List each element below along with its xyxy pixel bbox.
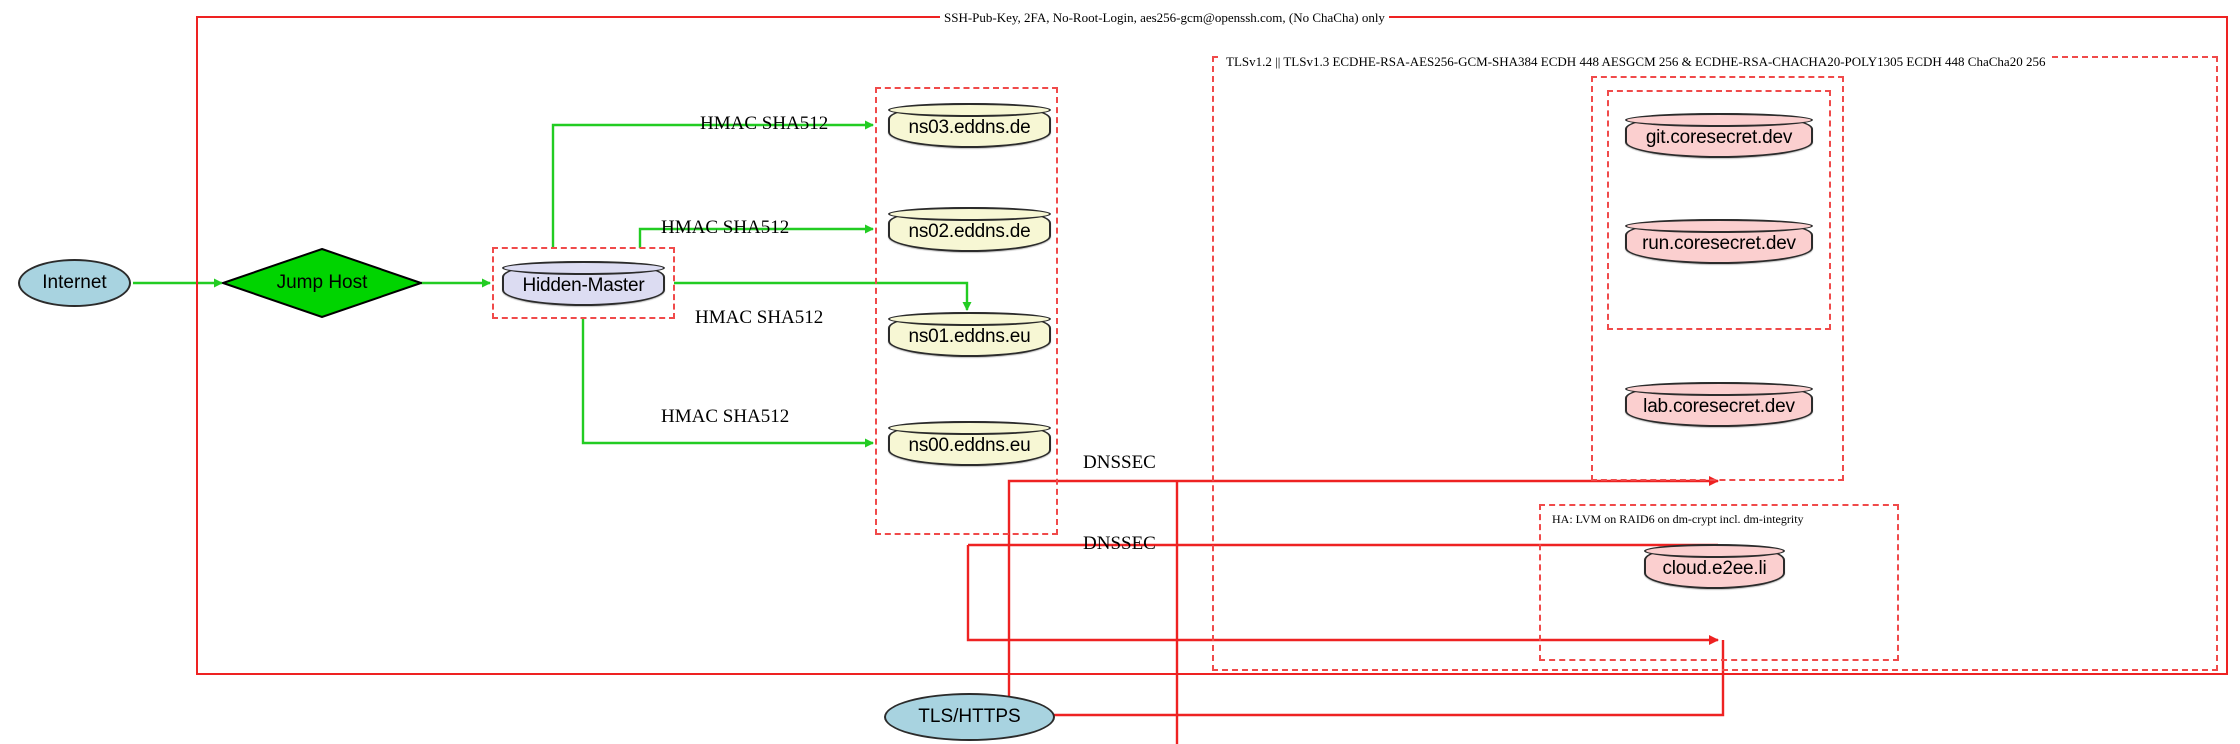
node-lab-coresecret[interactable]: lab.coresecret.dev <box>1625 382 1813 427</box>
jump-host-diamond-shape <box>219 247 425 319</box>
edge-label-hmac-ns03: HMAC SHA512 <box>700 113 829 134</box>
edge-hiddenmaster-to-ns00 <box>581 318 874 448</box>
edge-label-hmac-ns01: HMAC SHA512 <box>695 307 824 328</box>
node-ns03[interactable]: ns03.eddns.de <box>888 103 1051 148</box>
node-ns01[interactable]: ns01.eddns.eu <box>888 312 1051 357</box>
edge-dnssec-upper <box>1007 476 1719 715</box>
edge-label-hmac-ns00: HMAC SHA512 <box>661 406 790 427</box>
node-lab-coresecret-label: lab.coresecret.dev <box>1643 396 1795 417</box>
node-tls-https[interactable]: TLS/HTTPS <box>884 693 1055 741</box>
zone-coresecret-outer <box>1591 76 1844 481</box>
zone-ha <box>1539 504 1899 661</box>
node-hidden-master-label: Hidden-Master <box>522 275 645 296</box>
zone-tls-perimeter-label: TLSv1.2 || TLSv1.3 ECDHE-RSA-AES256-GCM-… <box>1222 54 2050 69</box>
node-jump-host[interactable]: Jump Host <box>219 247 425 319</box>
edge-hiddenmaster-to-ns02 <box>638 224 874 248</box>
edge-hiddenmaster-to-ns01 <box>674 281 972 311</box>
zone-hidden-master <box>492 247 675 319</box>
edge-tlshttps-to-perimeter <box>1054 640 1725 717</box>
node-run-coresecret-label: run.coresecret.dev <box>1642 233 1796 254</box>
node-cloud-e2ee-label: cloud.e2ee.li <box>1662 558 1767 579</box>
zone-ssh-perimeter-label: SSH-Pub-Key, 2FA, No-Root-Login, aes256-… <box>940 10 1389 25</box>
node-internet[interactable]: Internet <box>18 259 131 307</box>
node-ns00-label: ns00.eddns.eu <box>908 435 1031 456</box>
node-ns00[interactable]: ns00.eddns.eu <box>888 421 1051 466</box>
node-ns03-label: ns03.eddns.de <box>908 117 1031 138</box>
node-ns02-label: ns02.eddns.de <box>908 221 1031 242</box>
node-run-coresecret[interactable]: run.coresecret.dev <box>1625 219 1813 264</box>
node-cloud-e2ee[interactable]: cloud.e2ee.li <box>1644 544 1785 589</box>
node-ns01-label: ns01.eddns.eu <box>908 326 1031 347</box>
node-internet-label: Internet <box>42 272 107 293</box>
zone-coresecret-inner <box>1607 90 1831 330</box>
edge-label-dnssec-top: DNSSEC <box>1083 452 1156 473</box>
edge-label-hmac-ns02: HMAC SHA512 <box>661 217 790 238</box>
zone-dns <box>875 87 1058 535</box>
edge-label-dnssec-bottom: DNSSEC <box>1083 533 1156 554</box>
node-git-coresecret-label: git.coresecret.dev <box>1645 127 1793 148</box>
edge-dnssec-lower <box>966 545 1719 645</box>
node-ns02[interactable]: ns02.eddns.de <box>888 207 1051 252</box>
node-git-coresecret[interactable]: git.coresecret.dev <box>1625 113 1813 158</box>
zone-ha-label: HA: LVM on RAID6 on dm-crypt incl. dm-in… <box>1548 512 1808 527</box>
edge-hiddenmaster-to-ns03 <box>551 120 874 248</box>
node-hidden-master[interactable]: Hidden-Master <box>502 261 665 306</box>
node-tls-https-label: TLS/HTTPS <box>918 706 1021 727</box>
